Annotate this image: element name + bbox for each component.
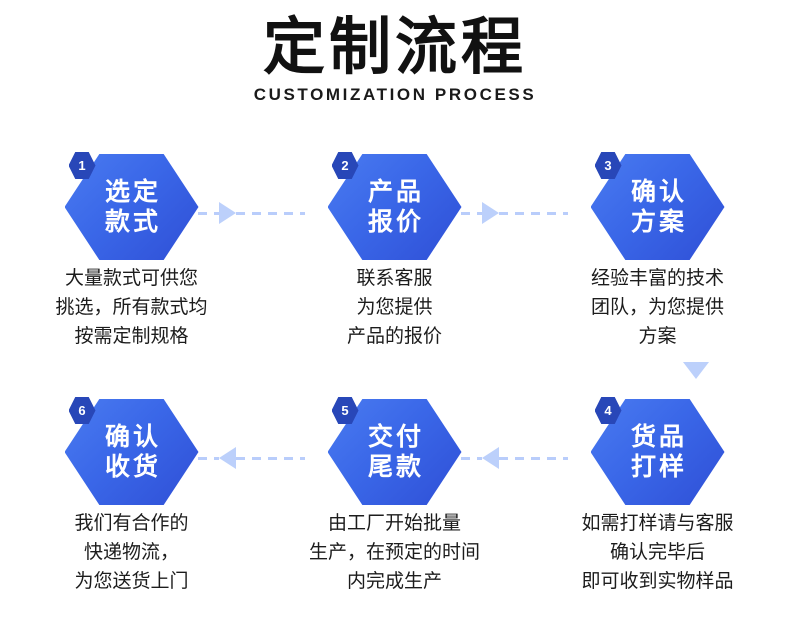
step-title-line-1: 确认 bbox=[104, 422, 161, 451]
step-node-3[interactable]: 确认 方案 3 bbox=[583, 152, 733, 260]
arrowhead-right-icon bbox=[219, 202, 236, 224]
step-title-line-1: 产品 bbox=[367, 177, 424, 206]
step-description-2: 联系客服 为您提供 产品的报价 bbox=[263, 264, 526, 351]
step-description-1: 大量款式可供您 挑选，所有款式均 按需定制规格 bbox=[0, 264, 263, 351]
step-number-label: 3 bbox=[604, 158, 612, 173]
desc-line: 挑选，所有款式均 bbox=[55, 295, 208, 318]
arrow-step3-to-step4 bbox=[683, 362, 713, 392]
desc-line: 产品的报价 bbox=[346, 324, 442, 347]
step-title-line-2: 款式 bbox=[104, 207, 161, 236]
dashed-line-segment bbox=[499, 456, 568, 460]
step-number-label: 4 bbox=[604, 403, 612, 418]
step-number-label: 1 bbox=[78, 158, 86, 173]
desc-line: 联系客服 bbox=[356, 267, 433, 289]
step-title-line-2: 打样 bbox=[630, 452, 687, 481]
step-title-line-2: 方案 bbox=[630, 207, 687, 236]
step-number-label: 2 bbox=[341, 158, 349, 173]
desc-line: 如需打样请与客服 bbox=[581, 512, 734, 534]
step-node-1[interactable]: 选定 款式 1 bbox=[57, 152, 207, 260]
desc-line: 方案 bbox=[638, 324, 677, 347]
process-step-5[interactable]: 交付 尾款 5 由工厂开始批量 生产，在预定的时间 内完成生产 bbox=[263, 385, 526, 625]
desc-line: 大量款式可供您 bbox=[64, 267, 198, 289]
process-row-top: 选定 款式 1 大量款式可供您 挑选，所有款式均 按需定制规格 产品 报价 bbox=[0, 140, 790, 380]
step-number-badge-4: 4 bbox=[594, 397, 622, 424]
step-number-badge-3: 3 bbox=[594, 152, 622, 179]
desc-line: 生产，在预定的时间 bbox=[308, 540, 480, 563]
step-description-5: 由工厂开始批量 生产，在预定的时间 内完成生产 bbox=[263, 509, 526, 596]
page-header: 定制流程 CUSTOMIZATION PROCESS bbox=[0, 0, 790, 105]
step-node-5[interactable]: 交付 尾款 5 bbox=[320, 397, 470, 505]
step-description-3: 经验丰富的技术 团队，为您提供 方案 bbox=[526, 264, 789, 351]
desc-line: 即可收到实物样品 bbox=[581, 569, 734, 592]
desc-line: 由工厂开始批量 bbox=[327, 512, 461, 534]
step-title-line-1: 货品 bbox=[630, 422, 687, 451]
desc-line: 我们有合作的 bbox=[74, 512, 189, 534]
arrowhead-left-icon bbox=[482, 447, 499, 469]
desc-line: 内完成生产 bbox=[346, 569, 442, 592]
step-title-line-1: 交付 bbox=[367, 422, 424, 451]
desc-line: 确认完毕后 bbox=[609, 540, 705, 563]
step-number-badge-2: 2 bbox=[331, 152, 359, 179]
step-number-label: 5 bbox=[341, 403, 349, 418]
desc-line: 为您提供 bbox=[356, 295, 433, 318]
step-node-6[interactable]: 确认 收货 6 bbox=[57, 397, 207, 505]
step-number-badge-1: 1 bbox=[68, 152, 96, 179]
step-title-line-1: 选定 bbox=[104, 177, 161, 206]
step-node-4[interactable]: 货品 打样 4 bbox=[583, 397, 733, 505]
step-title-line-2: 尾款 bbox=[367, 452, 424, 481]
process-step-6[interactable]: 确认 收货 6 我们有合作的 快递物流， 为您送货上门 bbox=[0, 385, 263, 625]
step-title-line-2: 收货 bbox=[104, 452, 161, 481]
process-row-bottom: 确认 收货 6 我们有合作的 快递物流， 为您送货上门 交付 尾款 bbox=[0, 385, 790, 625]
desc-line: 为您送货上门 bbox=[74, 569, 189, 592]
step-title-line-1: 确认 bbox=[630, 177, 687, 206]
dashed-line-segment bbox=[236, 211, 305, 215]
desc-line: 团队，为您提供 bbox=[590, 295, 724, 318]
step-number-badge-5: 5 bbox=[331, 397, 359, 424]
process-step-2[interactable]: 产品 报价 2 联系客服 为您提供 产品的报价 bbox=[263, 140, 526, 380]
page-title: 定制流程 bbox=[262, 10, 527, 83]
arrowhead-right-icon bbox=[482, 202, 499, 224]
step-number-label: 6 bbox=[78, 403, 86, 418]
desc-line: 快递物流， bbox=[83, 540, 179, 563]
dashed-line-segment bbox=[499, 211, 568, 215]
step-number-badge-6: 6 bbox=[68, 397, 96, 424]
process-flow-diagram: 选定 款式 1 大量款式可供您 挑选，所有款式均 按需定制规格 产品 报价 bbox=[0, 140, 790, 630]
dashed-line-segment bbox=[236, 456, 305, 460]
process-step-4[interactable]: 货品 打样 4 如需打样请与客服 确认完毕后 即可收到实物样品 bbox=[526, 385, 789, 625]
process-step-3[interactable]: 确认 方案 3 经验丰富的技术 团队，为您提供 方案 bbox=[526, 140, 789, 380]
desc-line: 经验丰富的技术 bbox=[590, 267, 724, 289]
process-step-1[interactable]: 选定 款式 1 大量款式可供您 挑选，所有款式均 按需定制规格 bbox=[0, 140, 263, 380]
step-title-line-2: 报价 bbox=[367, 207, 424, 236]
step-description-4: 如需打样请与客服 确认完毕后 即可收到实物样品 bbox=[526, 509, 789, 596]
step-node-2[interactable]: 产品 报价 2 bbox=[320, 152, 470, 260]
arrowhead-left-icon bbox=[219, 447, 236, 469]
page-subtitle: CUSTOMIZATION PROCESS bbox=[253, 85, 537, 105]
arrowhead-down-icon bbox=[683, 362, 709, 379]
step-description-6: 我们有合作的 快递物流， 为您送货上门 bbox=[0, 509, 263, 596]
desc-line: 按需定制规格 bbox=[74, 324, 189, 347]
